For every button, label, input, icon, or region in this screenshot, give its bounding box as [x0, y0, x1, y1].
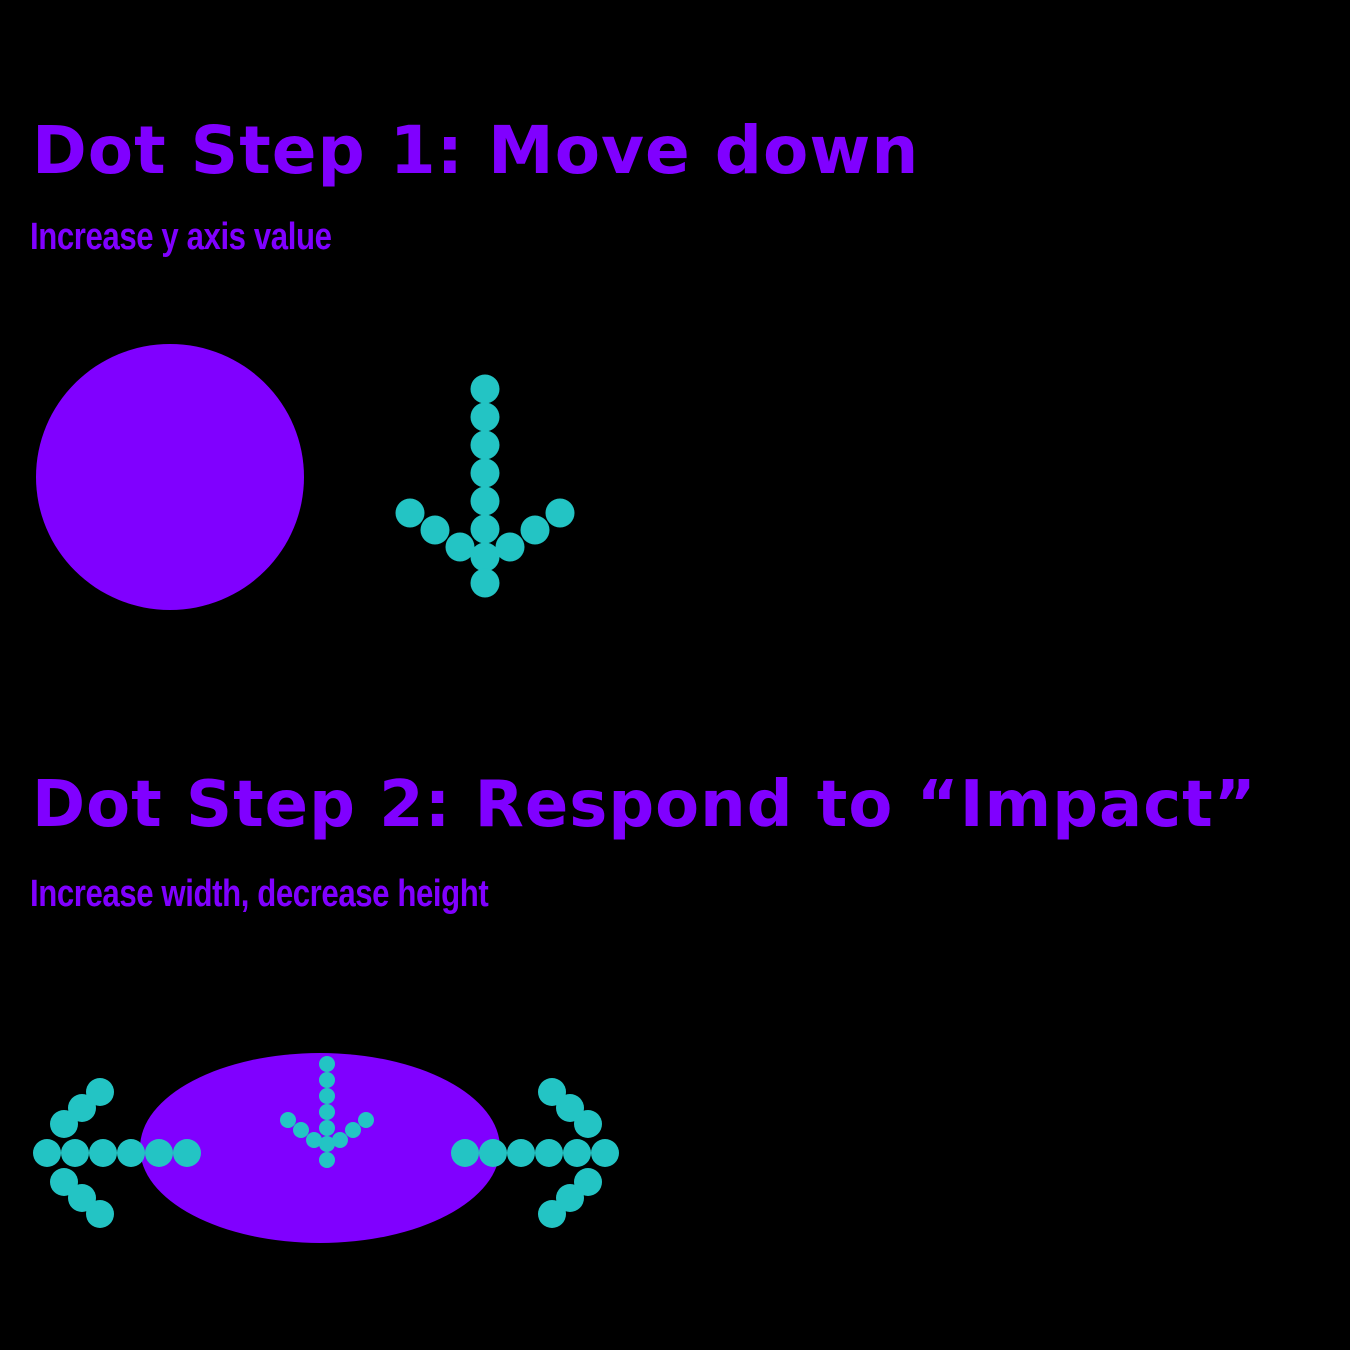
dot-ellipse: [140, 1053, 500, 1243]
dot-circle: [36, 344, 304, 610]
step-2-panel: Dot Step 2: Respond to “Impact” Increase…: [0, 660, 1350, 1350]
down-arrow-icon: [395, 374, 575, 598]
right-arrow-icon: [451, 1078, 619, 1228]
step-1-subtitle: Increase y axis value: [30, 216, 332, 258]
step-1-panel: Dot Step 1: Move down Increase y axis va…: [30, 112, 920, 610]
step-2-subtitle: Increase width, decrease height: [30, 873, 489, 915]
step-1-title: Dot Step 1: Move down: [32, 112, 920, 189]
step-2-title: Dot Step 2: Respond to “Impact”: [32, 768, 1257, 842]
left-arrow-icon: [33, 1078, 201, 1228]
inner-down-arrow-icon: [280, 1056, 374, 1168]
